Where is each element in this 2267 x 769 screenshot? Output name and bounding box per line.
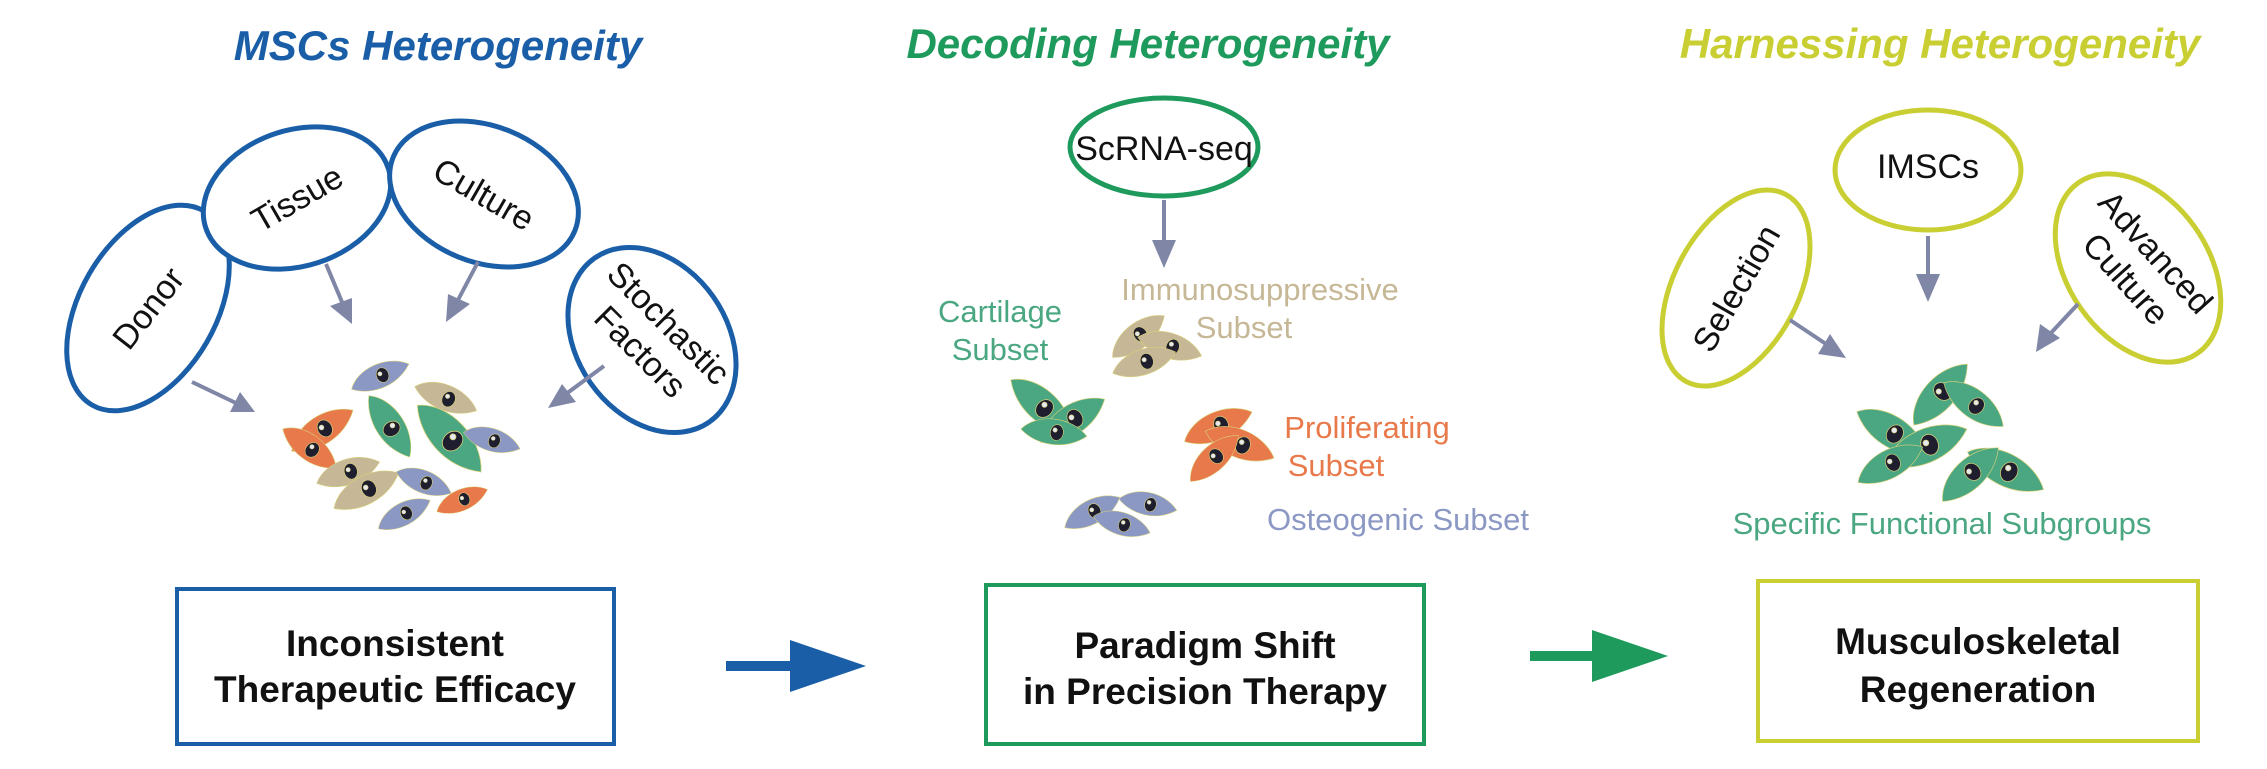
panel-title: Decoding Heterogeneity bbox=[906, 20, 1392, 67]
advanced-culture-ellipse: Advanced Culture bbox=[2052, 171, 2224, 365]
strategy-arrows bbox=[1788, 236, 2080, 358]
culture-ellipse: Culture bbox=[387, 118, 581, 270]
osteogenic-cells bbox=[1058, 484, 1180, 545]
transition-arrow-blue bbox=[726, 640, 866, 692]
cell-shape bbox=[346, 353, 414, 399]
proliferating-cells bbox=[1178, 399, 1280, 490]
functional-subgroup-cells bbox=[1849, 353, 2052, 511]
cartilage-cells bbox=[1002, 365, 1114, 453]
cell-shape bbox=[359, 386, 422, 466]
imscs-ellipse: IMSCs bbox=[1832, 107, 2024, 233]
box-line-1: Paradigm Shift bbox=[1074, 625, 1335, 666]
selection-ellipse: Selection bbox=[1659, 187, 1813, 389]
transition-arrow-green bbox=[1530, 630, 1668, 682]
paradigm-shift-box: Paradigm Shift in Precision Therapy bbox=[984, 583, 1426, 746]
cartilage-subset-label: Subset bbox=[952, 332, 1049, 367]
tissue-ellipse: Tissue bbox=[200, 124, 394, 272]
arrow-head-icon bbox=[330, 298, 352, 324]
arrow-right-icon bbox=[1592, 630, 1668, 682]
musculoskeletal-box: Musculoskeletal Regeneration bbox=[1756, 579, 2200, 743]
arrow-head-icon bbox=[230, 392, 255, 412]
arrow-head-icon bbox=[1916, 274, 1940, 302]
arrow-head-icon bbox=[2036, 324, 2060, 352]
mixed-cell-cluster bbox=[276, 353, 524, 537]
panel-title: MSCs Heterogeneity bbox=[234, 22, 645, 69]
inconsistent-efficacy-box: Inconsistent Therapeutic Efficacy bbox=[175, 587, 616, 746]
immunosuppressive-cells bbox=[1103, 306, 1206, 384]
immuno-label: Immunosuppressive bbox=[1121, 272, 1398, 307]
panel-title: Harnessing Heterogeneity bbox=[1680, 20, 2203, 67]
immuno-subset-label: Subset bbox=[1196, 310, 1293, 345]
subgroups-label: Specific Functional Subgroups bbox=[1733, 506, 2152, 541]
proliferating-subset-label: Subset bbox=[1288, 448, 1385, 483]
scrnaseq-arrow bbox=[1152, 200, 1176, 268]
arrow-head-icon bbox=[1152, 240, 1176, 268]
donor-ellipse: Donor bbox=[64, 202, 232, 414]
proliferating-label: Proliferating bbox=[1284, 410, 1449, 445]
box-line-2: in Precision Therapy bbox=[1023, 671, 1387, 712]
box-line-2: Therapeutic Efficacy bbox=[214, 669, 576, 710]
factor-arrows bbox=[191, 261, 606, 412]
arrow-head-icon bbox=[446, 294, 470, 322]
scrnaseq-ellipse: ScRNA-seq bbox=[1067, 95, 1261, 199]
arrow-right-icon bbox=[790, 640, 866, 692]
panel-decoding-heterogeneity: Decoding Heterogeneity ScRNA-seq Cartila… bbox=[906, 20, 1529, 746]
imscs-label: IMSCs bbox=[1877, 148, 1979, 186]
panel-mscs-heterogeneity: MSCs Heterogeneity Donor Tissue Culture … bbox=[64, 22, 739, 746]
cell-shape bbox=[372, 490, 436, 537]
box-line-1: Musculoskeletal bbox=[1835, 621, 2121, 662]
arrow-head-icon bbox=[548, 384, 576, 408]
box-line-2: Regeneration bbox=[1860, 669, 2096, 710]
cartilage-label: Cartilage bbox=[938, 294, 1062, 329]
panel-harnessing-heterogeneity: Harnessing Heterogeneity Selection IMSCs… bbox=[1659, 20, 2224, 743]
stochastic-factors-ellipse: Stochastic Factors bbox=[565, 244, 739, 436]
scrnaseq-label: ScRNA-seq bbox=[1075, 130, 1253, 168]
osteogenic-label: Osteogenic Subset bbox=[1267, 502, 1529, 537]
arrow-head-icon bbox=[1818, 334, 1846, 358]
box-line-1: Inconsistent bbox=[286, 623, 504, 664]
